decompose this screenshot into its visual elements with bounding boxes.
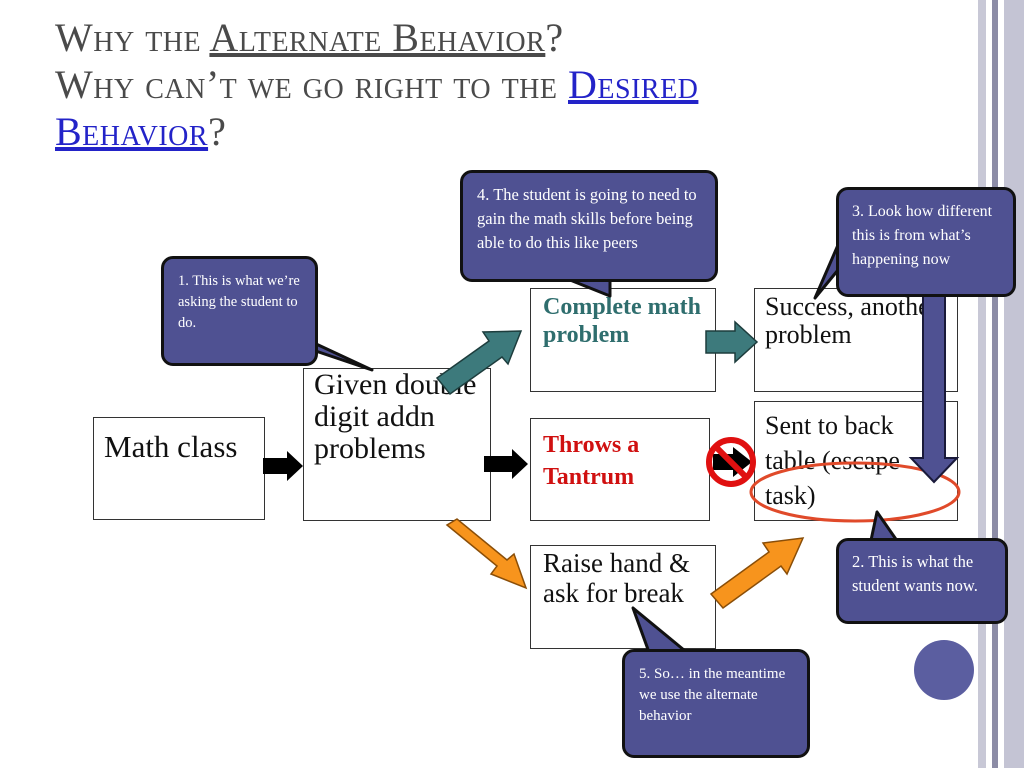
right-rail-white [986,0,992,768]
black-arrow-2 [484,449,528,479]
box-success-text: Success, another problem [765,292,939,349]
black-arrow-1 [263,451,303,481]
callout-2: 2. This is what the student wants now. [836,538,1008,624]
callout-3-text: 3. Look how different this is from what’… [852,203,993,268]
callout-1: 1. This is what we’re asking the student… [161,256,318,366]
box-math-class: Math class [93,417,265,520]
title-text: ? [208,109,227,154]
title-text: Why the [55,15,202,60]
right-rail-dark [992,0,998,768]
teal-arrow-right [705,320,759,364]
box-throws-text: Throws a Tantrum [543,432,640,490]
box-complete-text: Complete math problem [543,294,701,348]
orange-arrow-down [445,518,528,590]
callout-3: 3. Look how different this is from what’… [836,187,1016,297]
escape-task-oval [749,461,961,523]
right-rail-light [978,0,986,768]
box-throws-tantrum: Throws a Tantrum [530,418,710,521]
box-given-text: Given double digit addn problems [314,368,477,465]
callout-5: 5. So… in the meantime we use the altern… [622,649,810,758]
title-link-desired[interactable]: Desired [568,62,699,107]
title-text: Why can’t we go right to the [55,62,558,107]
slide-title: Why the Alternate Behavior? Why can’t we… [55,14,955,155]
callout-1-text: 1. This is what we’re asking the student… [178,273,300,331]
prohibition-icon [706,437,756,487]
decorative-circle [914,640,974,700]
title-link-alternate: Alternate Behavior [209,15,546,60]
callout-4: 4. The student is going to need to gain … [460,170,718,282]
right-rail-white-2 [998,0,1004,768]
box-sent-text: Sent to back table (escape task) [765,411,900,510]
box-given-problems: Given double digit addn problems [303,368,491,521]
title-link-behavior[interactable]: Behavior [55,109,209,154]
callout-2-text: 2. This is what the student wants now. [852,552,978,595]
box-raise-hand: Raise hand & ask for break [530,545,716,649]
box-math-class-text: Math class [104,429,238,464]
box-complete-math: Complete math problem [530,288,716,392]
orange-arrow-up [709,537,805,610]
title-text: ? [545,15,564,60]
callout-4-text: 4. The student is going to need to gain … [477,185,697,252]
purple-down-arrow [908,291,960,484]
teal-arrow-up [435,330,523,396]
box-raise-text: Raise hand & ask for break [543,548,690,608]
callout-3-tail [813,243,840,300]
callout-5-text: 5. So… in the meantime we use the altern… [639,666,786,724]
callout-5-tail [631,606,692,657]
